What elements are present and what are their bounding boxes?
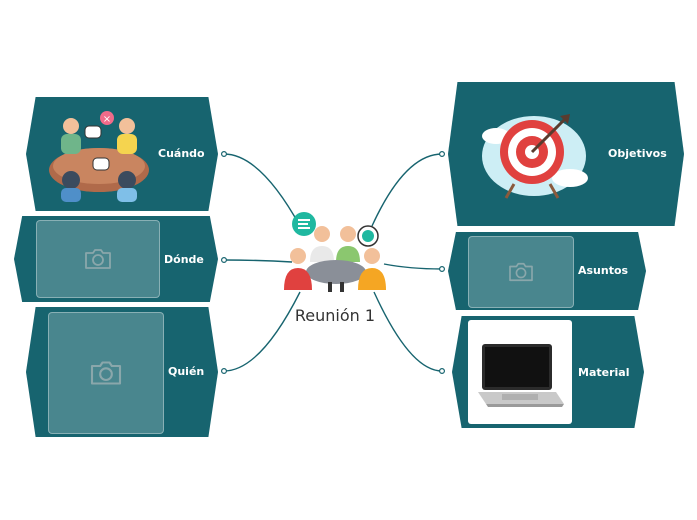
- photo-placeholder-donde[interactable]: [36, 220, 160, 298]
- connector-asuntos: [383, 263, 443, 270]
- target-illustration: [474, 102, 594, 202]
- camera-icon: [85, 249, 111, 269]
- node-cuando[interactable]: × Cuándo: [26, 97, 218, 211]
- node-asuntos[interactable]: Asuntos: [448, 232, 646, 310]
- node-donde[interactable]: Dónde: [14, 216, 218, 302]
- label-quien: Quién: [168, 365, 205, 378]
- camera-icon: [90, 361, 122, 385]
- central-topic-title[interactable]: Reunión 1: [294, 306, 376, 325]
- photo-placeholder-quien[interactable]: [48, 312, 164, 434]
- meeting-people-icon: [278, 206, 390, 300]
- label-material: Material: [578, 366, 630, 379]
- label-objetivos: Objetivos: [608, 147, 667, 160]
- connector-quien: [223, 291, 301, 372]
- label-asuntos: Asuntos: [578, 264, 629, 277]
- laptop-image: [468, 320, 572, 424]
- camera-icon: [509, 262, 533, 282]
- connector-cuando: [223, 153, 301, 227]
- connector-donde: [223, 259, 293, 263]
- node-quien[interactable]: Quién: [26, 307, 218, 437]
- label-cuando: Cuándo: [158, 147, 205, 160]
- meeting-illustration: ×: [46, 103, 152, 205]
- connector-material: [373, 291, 443, 372]
- svg-text:×: ×: [103, 114, 111, 125]
- node-material[interactable]: Material: [452, 316, 644, 428]
- label-donde: Dónde: [164, 253, 204, 266]
- node-objetivos[interactable]: Objetivos: [448, 82, 684, 226]
- connector-objetivos: [371, 153, 443, 227]
- photo-placeholder-asuntos[interactable]: [468, 236, 574, 308]
